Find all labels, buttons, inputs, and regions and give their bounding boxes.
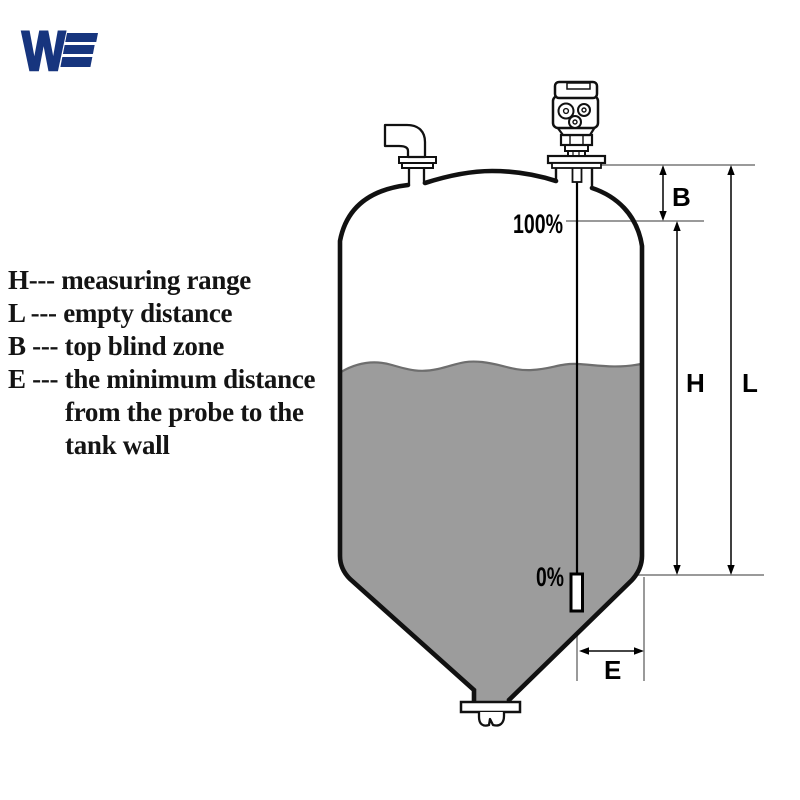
gland-center-right — [581, 107, 587, 113]
mount-flange-top — [546, 154, 607, 165]
level-transmitter — [546, 80, 607, 613]
mount-flange-bottom — [551, 162, 602, 169]
outlet-flange — [459, 700, 522, 714]
dimension-labels: 100% 0% B H L E — [513, 182, 758, 685]
company-logo: W — [21, 22, 98, 83]
inlet-elbow — [383, 123, 427, 159]
liquid-fill — [339, 361, 641, 703]
label-b: B — [672, 182, 691, 212]
logo-bar-top — [65, 33, 98, 42]
legend-line-e: E --- the minimum distance — [8, 364, 316, 394]
label-100-percent: 100% — [513, 209, 563, 239]
legend: H--- measuring range L --- empty distanc… — [8, 264, 353, 462]
gland-center-left — [562, 107, 570, 115]
logo-bar-middle — [62, 45, 95, 54]
legend-line-e-cont1: from the probe to the — [65, 397, 304, 427]
dim-e-arrow-right — [634, 647, 644, 655]
dim-e-arrow-left — [579, 647, 589, 655]
dim-h-arrow-down — [673, 565, 681, 575]
label-l: L — [742, 368, 758, 398]
outlet-valve — [477, 712, 506, 727]
dim-h-arrow-up — [673, 221, 681, 231]
dimension-arrows — [579, 165, 735, 655]
label-h: H — [686, 368, 705, 398]
label-0-percent: 0% — [536, 562, 564, 592]
legend-line-e-cont2: tank wall — [65, 430, 170, 460]
gland-center-bottom — [572, 119, 578, 125]
logo-letter-w: W — [22, 22, 66, 82]
cap-display-window — [566, 82, 591, 90]
transmitter-nut — [559, 133, 594, 147]
tank-dome — [422, 168, 559, 186]
legend-line-h: H--- measuring range — [8, 265, 251, 295]
storage-tank — [337, 123, 645, 727]
dim-b-arrow-up — [659, 165, 667, 175]
dim-l-arrow-down — [727, 565, 735, 575]
tank-right-wall — [506, 185, 645, 705]
inlet-pipe — [383, 123, 437, 184]
logo-bars — [60, 33, 98, 67]
inlet-flange-bottom — [401, 162, 434, 169]
logo-bar-bottom — [60, 57, 93, 67]
dim-l-arrow-up — [727, 165, 735, 175]
legend-line-l: L --- empty distance — [8, 298, 233, 328]
tank-left-wall — [337, 182, 477, 705]
dim-b-arrow-down — [659, 211, 667, 221]
label-e: E — [604, 655, 621, 685]
probe-weight — [569, 572, 584, 613]
legend-line-b: B --- top blind zone — [8, 331, 225, 361]
